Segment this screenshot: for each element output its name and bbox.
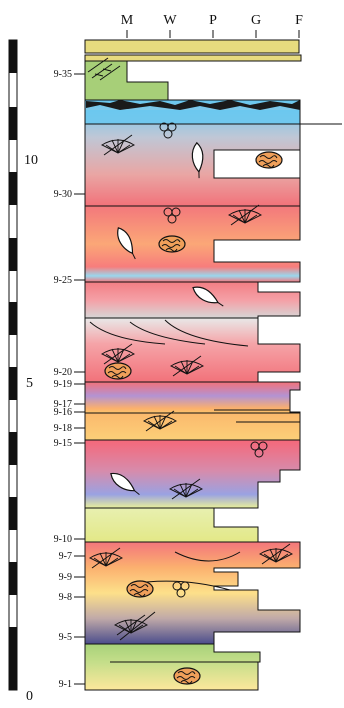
sample-label: 9-5 bbox=[59, 632, 72, 643]
bed-basal bbox=[84, 643, 261, 691]
column-label-m: M bbox=[121, 13, 134, 28]
scale-label-5: 5 bbox=[26, 376, 33, 391]
scale-label-0: 0 bbox=[26, 689, 33, 704]
sample-label: 9-15 bbox=[54, 438, 72, 449]
bed-khaki-2 bbox=[84, 54, 302, 62]
sample-label: 9-8 bbox=[59, 592, 72, 603]
bed-red-purple-orange bbox=[84, 381, 301, 414]
sample-label: 9-9 bbox=[59, 572, 72, 583]
oncoid-icon bbox=[255, 151, 283, 169]
cross-stratification bbox=[89, 319, 249, 641]
sample-label: 9-20 bbox=[54, 367, 72, 378]
bed-green-dolomite bbox=[84, 60, 169, 101]
column-label-w: W bbox=[163, 13, 177, 28]
sample-label: 9-35 bbox=[54, 69, 72, 80]
sample-label: 9-19 bbox=[54, 379, 72, 390]
bed-red-orange bbox=[84, 205, 301, 283]
bed-lower-package bbox=[84, 541, 301, 645]
erosion-surface bbox=[86, 100, 300, 110]
sample-label: 9-30 bbox=[54, 189, 72, 200]
sample-label: 9-18 bbox=[54, 423, 72, 434]
column-label-g: G bbox=[251, 13, 261, 28]
sample-label: 9-17 bbox=[54, 399, 72, 410]
oncoid-icon bbox=[126, 580, 154, 598]
grain-size-header: M W P G F bbox=[121, 13, 303, 38]
oncoid-icon bbox=[158, 235, 186, 253]
bed-orange-band bbox=[84, 412, 301, 441]
oncoid-icon bbox=[104, 362, 132, 380]
scale-label-10: 10 bbox=[24, 153, 38, 168]
column-label-p: P bbox=[209, 13, 217, 28]
sample-labels: 9-35 9-30 9-25 9-20 9-19 9-17 9-16 9-18 … bbox=[54, 69, 85, 690]
sample-label: 9-10 bbox=[54, 534, 72, 545]
sample-label: 9-16 bbox=[54, 407, 72, 418]
sample-label: 9-25 bbox=[54, 275, 72, 286]
column-label-f: F bbox=[295, 13, 303, 28]
bed-top-khaki bbox=[84, 39, 300, 54]
meter-scale-bar: 10 5 0 bbox=[8, 39, 38, 704]
oncoid-icon bbox=[173, 667, 201, 685]
sample-label: 9-1 bbox=[59, 679, 72, 690]
bed-yellow bbox=[84, 507, 259, 543]
sample-label: 9-7 bbox=[59, 551, 72, 562]
dolomite-pattern bbox=[87, 57, 121, 81]
